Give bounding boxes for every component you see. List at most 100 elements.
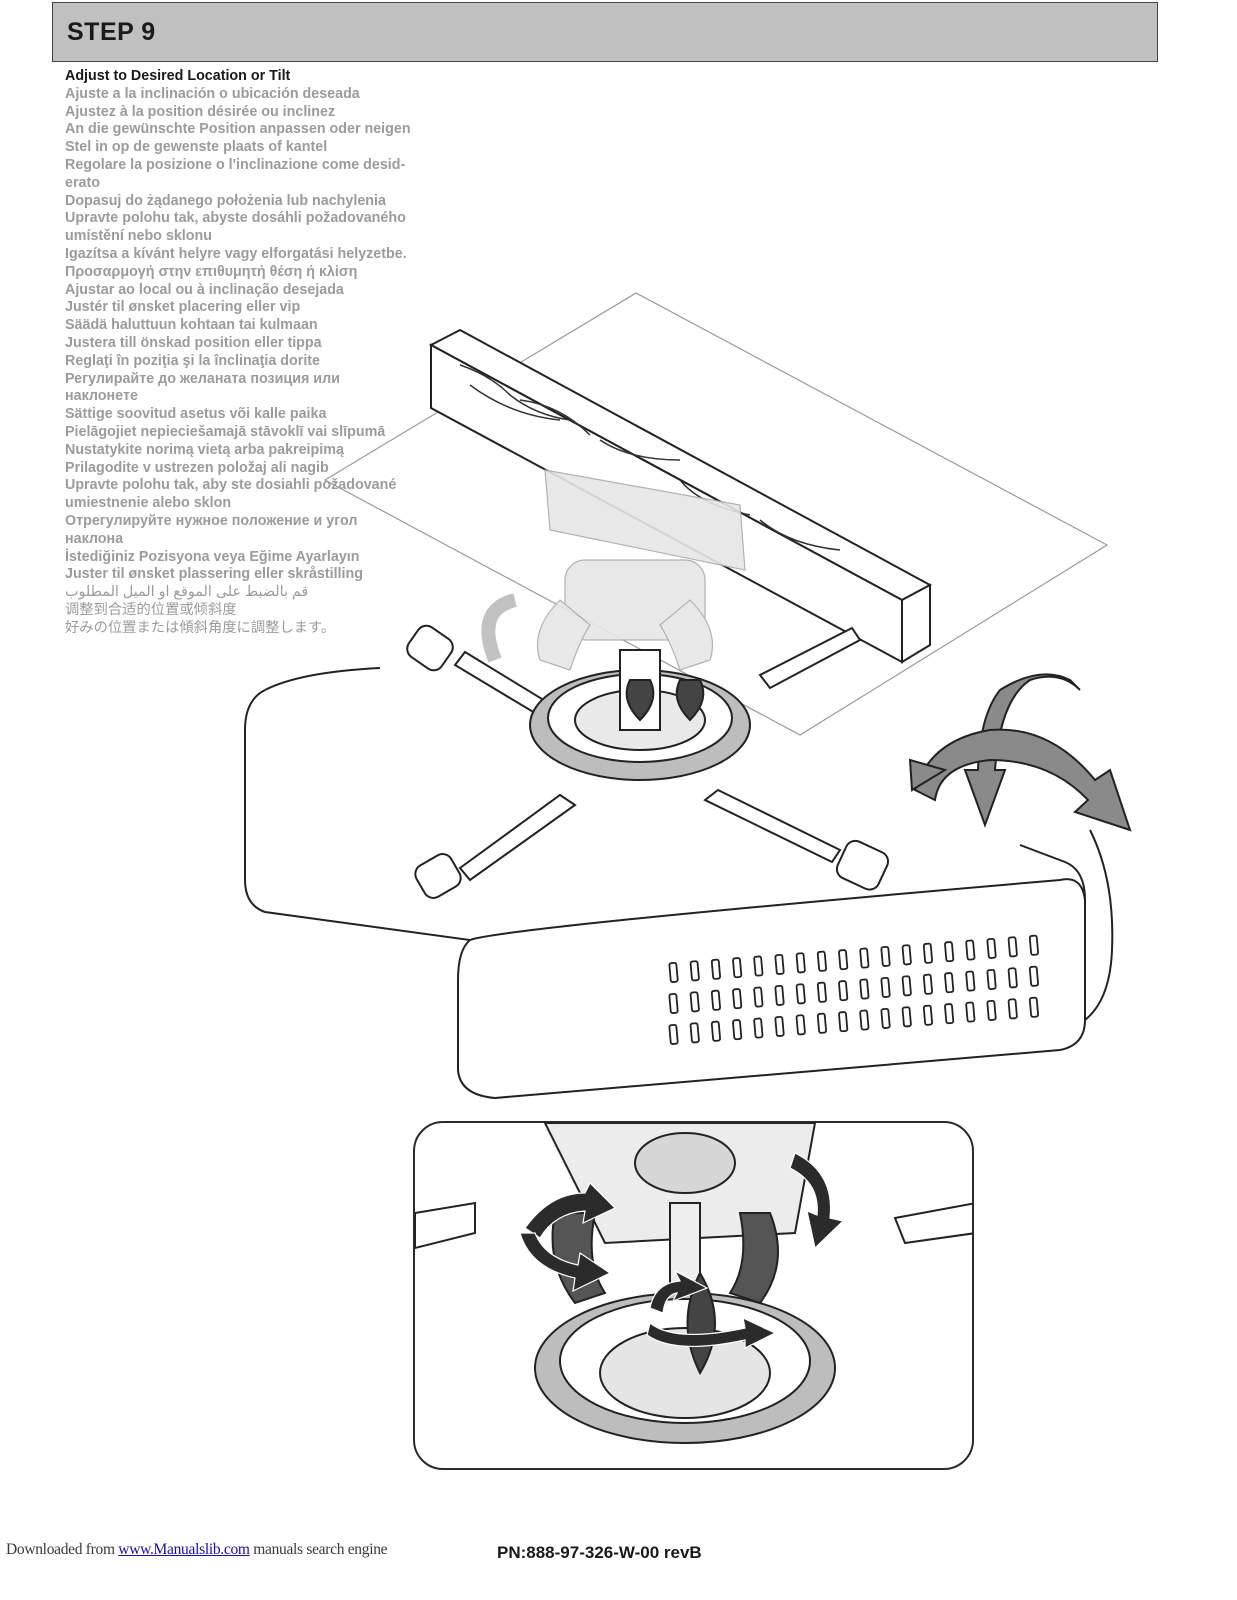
vent-slot bbox=[774, 1015, 785, 1037]
vent-slot bbox=[753, 955, 764, 977]
instruction-line: Justera till önskad position eller tippa bbox=[65, 334, 322, 351]
vent-slot bbox=[689, 960, 700, 982]
vent-slot bbox=[986, 999, 997, 1021]
vent-slot bbox=[859, 978, 870, 1000]
step-title: STEP 9 bbox=[67, 18, 156, 46]
vent-slot bbox=[965, 970, 976, 992]
vent-slot bbox=[922, 942, 933, 964]
vent-slot bbox=[816, 950, 827, 972]
mount-ring bbox=[529, 649, 751, 781]
instruction-line-japanese: 好みの位置または傾斜角度に調整します。 bbox=[65, 619, 336, 636]
instruction-line-chinese: 调整到合适的位置或倾斜度 bbox=[65, 601, 237, 618]
vent-slot bbox=[901, 944, 912, 966]
vent-slot bbox=[880, 976, 891, 998]
vent-slot bbox=[1007, 967, 1018, 989]
vent-slot bbox=[710, 958, 721, 980]
instruction-line: umístění nebo sklonu bbox=[65, 228, 212, 245]
instruction-line: Dopasuj do żądanego położenia lub nachyl… bbox=[65, 192, 386, 209]
vent-slot bbox=[774, 984, 785, 1006]
vent-slot bbox=[944, 941, 955, 963]
footer-prefix: Downloaded from bbox=[6, 1541, 115, 1558]
instruction-line: Upravte polohu tak, aby ste dosiahli pož… bbox=[65, 477, 397, 494]
instruction-line: Juster til ønsket plassering eller skrås… bbox=[65, 566, 363, 583]
vent-slot bbox=[965, 1001, 976, 1023]
vent-slot bbox=[901, 975, 912, 997]
instruction-line-en: Adjust to Desired Location or Tilt bbox=[65, 68, 291, 84]
vent-slot bbox=[774, 953, 785, 975]
instruction-line: Sättige soovitud asetus või kalle paika bbox=[65, 406, 327, 423]
instruction-line: наклонете bbox=[65, 388, 138, 405]
vent-slot bbox=[710, 989, 721, 1011]
part-number: PN:888-97-326-W-00 revB bbox=[497, 1543, 702, 1562]
vent-slot bbox=[753, 1017, 764, 1039]
vent-slot bbox=[986, 937, 997, 959]
vent-slot bbox=[795, 983, 806, 1005]
vent-slot bbox=[668, 961, 679, 983]
tilt-arrows bbox=[908, 673, 1132, 832]
footer-source: Downloaded from www.Manualslib.com manua… bbox=[6, 1541, 388, 1559]
instruction-line: Justér til ønsket placering eller vip bbox=[65, 299, 301, 316]
instruction-line: An die gewünschte Position anpassen oder… bbox=[65, 121, 411, 138]
instruction-line: Säädä haluttuun kohtaan tai kulmaan bbox=[65, 317, 318, 334]
vent-slot bbox=[732, 1019, 743, 1041]
vent-slot bbox=[859, 1009, 870, 1031]
instruction-line: umiestnenie alebo sklon bbox=[65, 495, 232, 512]
rotation-arrows bbox=[519, 1152, 845, 1349]
vent-slots bbox=[668, 934, 1039, 1045]
vent-slot bbox=[986, 968, 997, 990]
vent-slot bbox=[1007, 936, 1018, 958]
vent-slot bbox=[753, 986, 764, 1008]
instruction-line: Nustatykite norimą vietą arba pakreipimą bbox=[65, 441, 344, 458]
vent-slot bbox=[816, 1012, 827, 1034]
instruction-line: наклона bbox=[65, 530, 124, 547]
detail-inset bbox=[413, 1121, 974, 1470]
vent-slot bbox=[732, 988, 743, 1010]
vent-slot bbox=[838, 980, 849, 1002]
detail-illustration bbox=[415, 1123, 972, 1444]
mount-arms bbox=[406, 624, 890, 899]
vent-slot bbox=[880, 945, 891, 967]
vent-slot bbox=[838, 1011, 849, 1033]
vent-slot bbox=[1028, 934, 1039, 956]
vent-slot bbox=[944, 1003, 955, 1025]
vent-slot bbox=[816, 981, 827, 1003]
instruction-line: Regolare la posizione o l'inclinazione c… bbox=[65, 156, 406, 173]
vent-slot bbox=[732, 957, 743, 979]
vent-slot bbox=[859, 947, 870, 969]
vent-slot bbox=[901, 1006, 912, 1028]
vent-slot bbox=[880, 1007, 891, 1029]
instruction-line: Ajuste a la inclinación o ubicación dese… bbox=[65, 85, 360, 102]
instruction-line: Ajustar ao local ou à inclinação desejad… bbox=[65, 281, 344, 298]
step-header: STEP 9 bbox=[52, 2, 1158, 62]
instruction-line-arabic: قم بالضبط على الموقع او الميل المطلوب bbox=[65, 584, 309, 601]
footer-suffix: manuals search engine bbox=[253, 1541, 388, 1558]
instruction-line: Отрегулируйте нужное положение и угол bbox=[65, 512, 358, 529]
vent-slot bbox=[922, 973, 933, 995]
manualslib-link[interactable]: www.Manualslib.com bbox=[118, 1541, 250, 1558]
instruction-line: Reglaţi în poziţia şi la înclinaţia dori… bbox=[65, 352, 321, 369]
instruction-line: Prilagodite v ustrezen položaj ali nagib bbox=[65, 459, 329, 476]
instruction-line: Stel in op de gewenste plaats of kantel bbox=[65, 139, 328, 156]
vent-slot bbox=[838, 949, 849, 971]
vent-slot bbox=[689, 991, 700, 1013]
vent-slot bbox=[1028, 996, 1039, 1018]
vent-slot bbox=[710, 1020, 721, 1042]
vent-slot bbox=[965, 939, 976, 961]
vent-slot bbox=[795, 1014, 806, 1036]
vent-slot bbox=[795, 952, 806, 974]
vent-slot bbox=[922, 1004, 933, 1026]
instruction-line: Pielāgojiet nepieciešamajā stāvoklī vai … bbox=[65, 423, 386, 440]
instruction-line: Регулирайте до желаната позиция или bbox=[65, 370, 340, 387]
vent-slot bbox=[668, 1023, 679, 1045]
vent-slot bbox=[944, 972, 955, 994]
instruction-line: Upravte polohu tak, abyste dosáhli požad… bbox=[65, 210, 406, 227]
instruction-line: İstediğiniz Pozisyona veya Eğime Ayarlay… bbox=[65, 548, 360, 565]
instruction-line: Igazítsa a kívánt helyre vagy elforgatás… bbox=[65, 245, 407, 262]
instruction-line: erato bbox=[65, 174, 100, 191]
vent-slot bbox=[1007, 998, 1018, 1020]
vent-slot bbox=[689, 1022, 700, 1044]
instruction-line: Ajustez à la position désirée ou incline… bbox=[65, 103, 336, 120]
projector-body bbox=[244, 667, 1114, 1100]
ghost-mount bbox=[481, 469, 746, 671]
